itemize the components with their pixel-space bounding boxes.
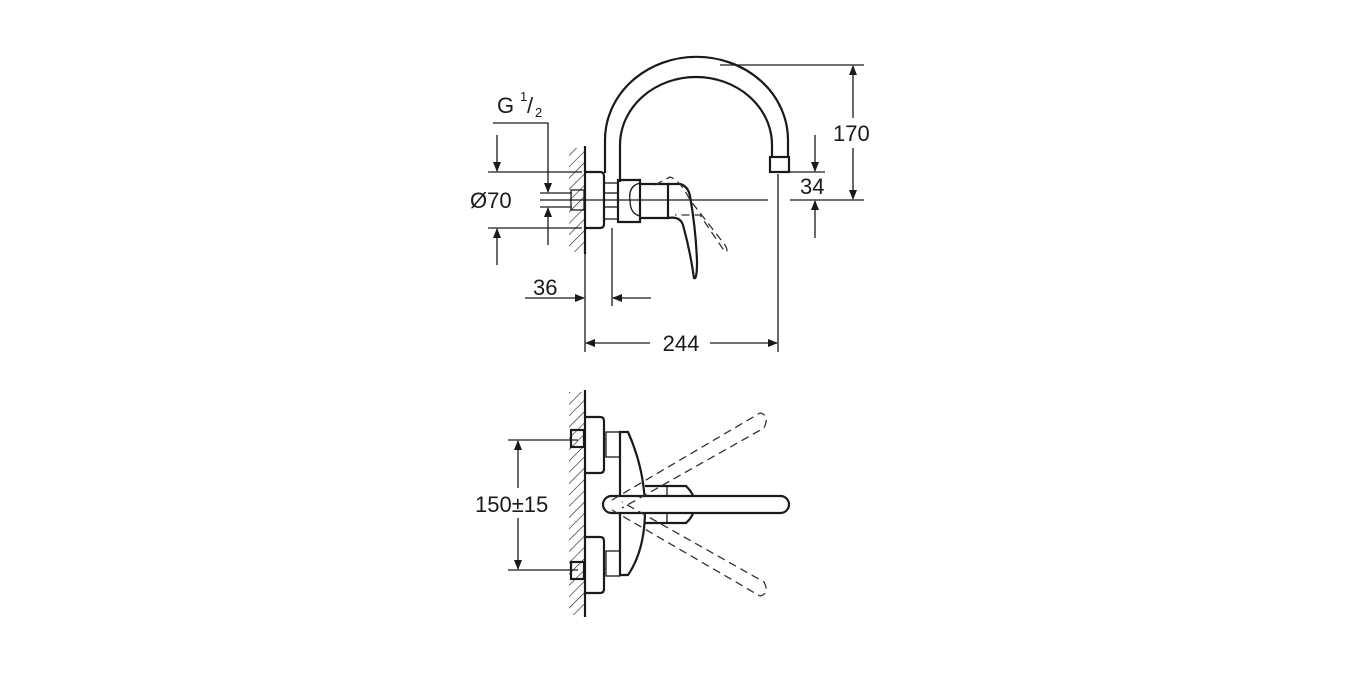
wall-connector-upper bbox=[569, 428, 586, 449]
side-view bbox=[540, 55, 791, 280]
thread-fraction-slash: / bbox=[527, 93, 534, 118]
spout-aerator bbox=[768, 155, 791, 174]
wall-hatching bbox=[569, 392, 585, 615]
nut-lower bbox=[605, 550, 621, 577]
depth-label: 244 bbox=[663, 331, 700, 356]
top-view: 150±15 bbox=[475, 390, 791, 617]
lever-alt-position-lower bbox=[611, 501, 767, 597]
escutcheon-lower bbox=[585, 535, 606, 595]
spout-height-label: 170 bbox=[833, 121, 870, 146]
diameter-label: Ø70 bbox=[470, 188, 512, 213]
mixer-housing bbox=[640, 182, 670, 220]
connection-spacing-label: 150±15 bbox=[475, 492, 548, 517]
escutcheon-upper bbox=[585, 415, 606, 475]
lever-bar bbox=[601, 494, 791, 515]
offset-label: 36 bbox=[533, 275, 557, 300]
lever-alt-position bbox=[654, 176, 728, 253]
thread-label: G bbox=[497, 93, 514, 118]
lever-alt-position-upper bbox=[611, 412, 767, 509]
thread-leader bbox=[493, 122, 552, 193]
dimensions-side: G 1 / 2 Ø70 36 244 170 34 bbox=[470, 64, 870, 356]
spout-outer bbox=[603, 55, 790, 173]
thread-fraction-den: 2 bbox=[535, 105, 542, 120]
lever-handle bbox=[667, 182, 699, 280]
spout-outlet-label: 34 bbox=[800, 174, 824, 199]
spout-inner bbox=[618, 75, 774, 182]
nut-upper bbox=[605, 431, 621, 458]
nut bbox=[603, 182, 619, 220]
thread-fraction-num: 1 bbox=[520, 89, 527, 104]
mixer-body bbox=[616, 178, 642, 224]
